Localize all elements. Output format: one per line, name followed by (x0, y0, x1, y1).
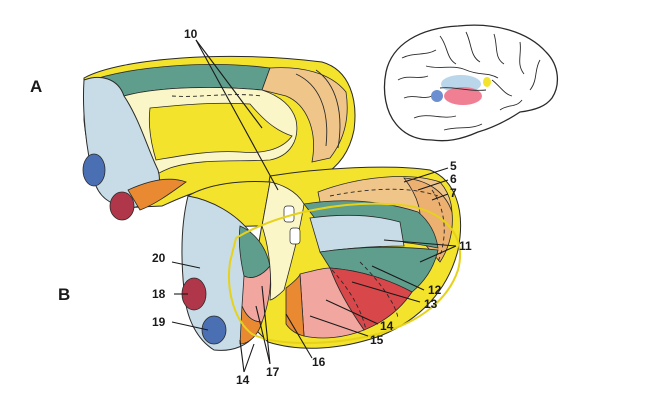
label-16: 16 (312, 355, 326, 369)
label-14-right: 14 (380, 319, 394, 333)
leader-20 (171, 261, 201, 269)
panel-a-block (82, 55, 356, 221)
leader-10-b (195, 39, 279, 191)
panel-label-a: A (30, 77, 42, 96)
label-15: 15 (370, 333, 384, 347)
panel-label-b: B (58, 285, 70, 304)
panel-a-rib-1 (295, 73, 328, 147)
brain-inset (383, 24, 558, 142)
label-18: 18 (152, 287, 166, 301)
inset-yellow-spot (483, 77, 491, 87)
leader-19 (171, 321, 209, 331)
panel-b-navy-knob (201, 315, 227, 345)
inset-pink-region (444, 87, 482, 105)
label-6: 6 (450, 172, 457, 186)
label-11: 11 (459, 239, 472, 253)
panel-b-front-orange (239, 305, 263, 345)
leader-16 (285, 313, 313, 359)
panel-a-rib-2 (315, 69, 341, 149)
panel-b-red-dash-2 (359, 261, 399, 319)
leader-lines (171, 39, 457, 373)
label-19: 19 (152, 315, 166, 329)
leader-11-b (419, 245, 457, 263)
leader-10-a (195, 39, 263, 129)
panel-b-orange-band (285, 273, 305, 337)
leader-7 (431, 193, 449, 201)
leader-17-a (255, 305, 271, 365)
leader-12 (371, 265, 425, 291)
label-20: 20 (152, 251, 166, 265)
label-5: 5 (450, 159, 457, 173)
leader-15 (309, 315, 369, 337)
panel-b-block (181, 166, 462, 351)
panel-a-peach-sector (261, 67, 348, 163)
panel-b-red-dash (331, 269, 367, 331)
inset-navy-spot (431, 90, 443, 102)
label-12: 12 (428, 283, 442, 297)
leader-14 (325, 299, 379, 325)
inset-lateral-sulcus (439, 87, 487, 91)
leader-5 (403, 167, 449, 183)
label-14-bottom: 14 (236, 373, 250, 387)
label-13: 13 (424, 297, 438, 311)
labels: A B 10 5 6 7 11 12 13 14 15 16 17 14 18 … (30, 27, 472, 387)
panel-b-dashed-5 (329, 188, 439, 197)
panel-a-navy-knob (82, 153, 106, 187)
leader-17-b (261, 285, 271, 365)
label-10: 10 (184, 27, 198, 41)
panel-b-peach-sector-6 (403, 177, 453, 263)
leader-11-a (383, 239, 457, 247)
leader-13 (351, 281, 421, 303)
leader-14b-b (243, 343, 255, 373)
panel-a-dashed-line (171, 94, 263, 97)
panel-a-maroon-knob (109, 191, 135, 221)
panel-a-orange-base (127, 178, 187, 211)
panel-b-yellow-outline (228, 202, 461, 344)
brain-sulci (397, 31, 541, 131)
leader-14b-a (239, 339, 245, 373)
panel-b-dashed-7 (431, 189, 445, 263)
panel-b-pale-face (309, 214, 405, 253)
label-7: 7 (450, 186, 457, 200)
label-17: 17 (266, 365, 280, 379)
leader-6 (417, 179, 449, 191)
panel-a-inner-yellow (148, 102, 293, 161)
panel-b-gap-rect-2 (289, 227, 301, 245)
